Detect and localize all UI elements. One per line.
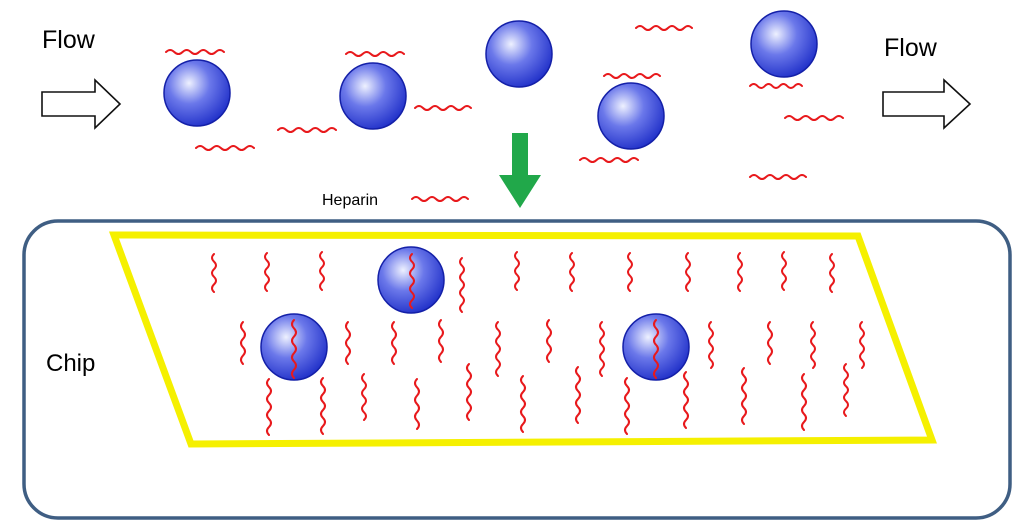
heparin-chain-immobilized (459, 257, 465, 313)
particle-free (485, 20, 553, 88)
heparin-chain-immobilized (685, 252, 691, 292)
heparin-chain-immobilized (546, 319, 552, 363)
heparin-legend-label: Heparin (322, 192, 378, 209)
particle-free (339, 62, 407, 130)
heparin-chain-immobilized (741, 367, 747, 425)
heparin-chain-immobilized (708, 321, 714, 369)
heparin-chain-free (345, 51, 405, 57)
free-heparin-group (165, 25, 844, 180)
heparin-chain-immobilized (520, 375, 526, 433)
chip-label: Chip (46, 350, 95, 377)
heparin-chain-bound (409, 253, 415, 309)
flow-in-arrow-icon (41, 78, 122, 130)
heparin-chain-immobilized (859, 321, 865, 369)
injection-down-arrow-icon (499, 133, 541, 208)
heparin-chain-immobilized (737, 252, 743, 292)
chip-container (22, 219, 1012, 520)
heparin-chain-immobilized (414, 378, 420, 430)
heparin-legend-icon (411, 196, 469, 202)
heparin-chain-immobilized (211, 253, 217, 293)
heparin-chain-immobilized (320, 377, 326, 435)
heparin-chain-immobilized (495, 321, 501, 377)
heparin-chain-immobilized (801, 373, 807, 431)
heparin-chain-immobilized (345, 321, 351, 365)
heparin-chain-free (749, 174, 807, 180)
heparin-chain-immobilized (627, 252, 633, 292)
particle-bound (622, 313, 690, 381)
particle-bound (377, 246, 445, 314)
heparin-chain-immobilized (514, 251, 520, 291)
heparin-chain-bound (291, 319, 297, 379)
heparin-chain-immobilized (599, 321, 605, 377)
sensor-surface (108, 231, 937, 448)
heparin-chain-immobilized (319, 251, 325, 291)
heparin-chain-immobilized (781, 251, 787, 291)
flow-out-arrow-icon (882, 78, 972, 130)
heparin-chain-immobilized (767, 321, 773, 365)
heparin-chain-immobilized (829, 253, 835, 293)
heparin-chain-free (165, 49, 225, 55)
heparin-chain-immobilized (569, 252, 575, 292)
particle-free (597, 82, 665, 150)
heparin-chain-immobilized (391, 321, 397, 365)
heparin-chain-immobilized (438, 319, 444, 363)
heparin-chain-free (603, 73, 661, 79)
heparin-chain-immobilized (266, 378, 272, 436)
heparin-chain-immobilized (683, 371, 689, 429)
free-particles-group (163, 10, 818, 150)
heparin-chain-bound (653, 319, 659, 379)
particle-free (750, 10, 818, 78)
particle-bound (260, 313, 328, 381)
heparin-chain-immobilized (575, 366, 581, 424)
heparin-chain-immobilized (843, 363, 849, 417)
heparin-legend-wave (411, 196, 469, 202)
bound-particles-group (260, 246, 690, 381)
particle-free (163, 59, 231, 127)
heparin-chain-immobilized (810, 321, 816, 369)
flow-out-label: Flow (884, 34, 938, 62)
heparin-chain-immobilized (264, 252, 270, 292)
heparin-chain-free (635, 25, 693, 31)
heparin-chain-immobilized (240, 321, 246, 365)
heparin-chain-free (195, 145, 255, 151)
heparin-chain-immobilized (466, 363, 472, 421)
heparin-chain-free (784, 115, 844, 121)
heparin-chain-immobilized (361, 373, 367, 421)
heparin-chain-free (749, 83, 803, 89)
heparin-chain-free (579, 157, 639, 163)
flow-in-label: Flow (42, 26, 96, 54)
heparin-chain-immobilized (624, 377, 630, 435)
heparin-chain-free (414, 105, 472, 111)
heparin-chain-free (277, 127, 337, 133)
